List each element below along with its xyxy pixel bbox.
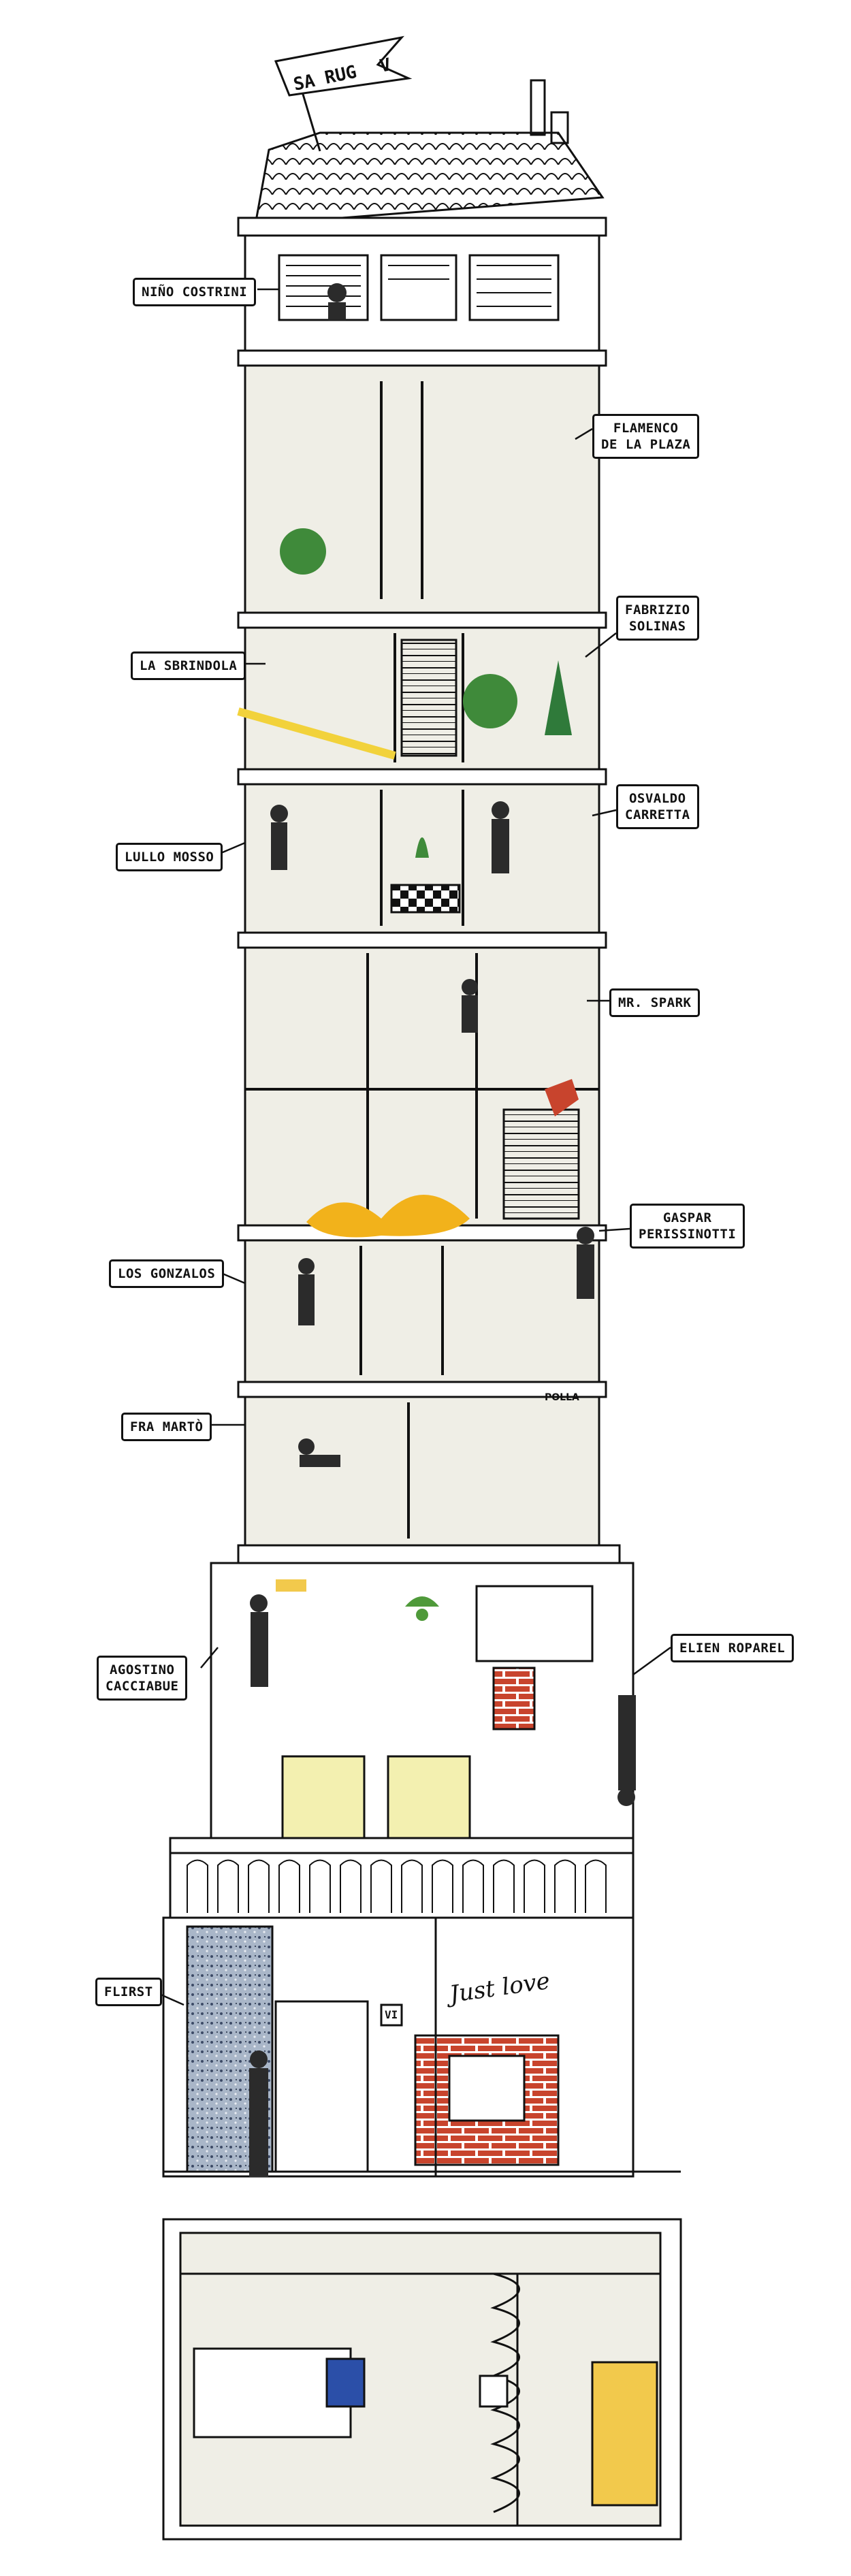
figure-flirst <box>250 2050 268 2068</box>
figure-agostino <box>250 1594 268 1612</box>
shelf-bricks <box>492 1667 536 1730</box>
label-nino-costrini: NIÑO COSTRINI <box>133 278 257 306</box>
window-yellow-2 <box>387 1755 471 1846</box>
attic-windows <box>278 254 560 321</box>
label-flirst: FLIRST <box>95 1978 162 2006</box>
lamp-yellow <box>276 1579 306 1592</box>
crime-tape <box>237 707 396 760</box>
checker-floor <box>390 884 461 914</box>
balcony-balusters <box>187 1859 607 1913</box>
spiral-stairs <box>490 2272 520 2513</box>
figure-gaspar <box>577 1227 594 1244</box>
door-sign <box>380 2003 403 2027</box>
window-yellow-1 <box>281 1755 366 1846</box>
door-sign-text: VI <box>385 2008 398 2021</box>
roof-eave <box>237 216 607 237</box>
green-lamp <box>405 1596 439 1607</box>
chimney <box>530 79 546 136</box>
plant-2 <box>463 674 517 728</box>
attic-ledge <box>237 349 607 367</box>
colored-accents <box>237 528 579 1621</box>
wall-text-poster: POLLA <box>545 1392 579 1403</box>
label-fabrizio-solinas: FABRIZIO SOLINAS <box>616 596 699 641</box>
balcony-rail-top <box>169 1837 635 1854</box>
door <box>274 2000 369 2173</box>
poster <box>325 2357 366 2408</box>
label-mr-spark: MR. SPARK <box>609 988 701 1017</box>
frame <box>479 2374 509 2408</box>
flag <box>274 35 413 97</box>
figure-fra-marto <box>298 1438 315 1455</box>
figure-gonzalo <box>298 1258 315 1274</box>
figures <box>249 283 636 2177</box>
brick-window <box>448 2055 526 2122</box>
plant-cactus <box>415 837 429 858</box>
building-outline <box>162 35 682 2541</box>
yellow-door <box>591 2361 658 2507</box>
label-gaspar-perissinotti: GASPAR PERISSINOTTI <box>630 1204 745 1249</box>
figure-mr-spark <box>462 979 478 995</box>
label-lullo-mosso: LULLO MOSSO <box>116 843 223 871</box>
roof <box>254 131 605 226</box>
figure-lullo <box>270 805 288 822</box>
label-agostino-cacciabue: AGOSTINO CACCIABUE <box>97 1656 188 1701</box>
fire <box>306 1195 470 1238</box>
figure-nino <box>327 283 347 302</box>
red-shape <box>545 1079 579 1116</box>
label-flamenco-de-la-plaza: FLAMENCO DE LA PLAZA <box>592 414 700 459</box>
label-la-sbrindola: LA SBRINDOLA <box>131 651 246 680</box>
figure-osvaldo <box>492 801 509 819</box>
stairs-1 <box>400 639 457 757</box>
label-elien-roparel: ELIEN ROPAREL <box>671 1634 794 1662</box>
shutter-window <box>475 1585 594 1662</box>
interior-walls <box>245 381 599 1539</box>
stairs-2 <box>502 1108 580 1220</box>
label-fra-marto: FRA MARTÒ <box>121 1413 212 1441</box>
plant-3 <box>545 660 572 735</box>
label-osvaldo-carretta: OSVALDO CARRETTA <box>616 784 699 829</box>
green-lamp-bulb <box>416 1609 428 1621</box>
plant-1 <box>280 528 326 575</box>
figure-elien <box>617 1788 635 1806</box>
label-los-gonzalos: LOS GONZALOS <box>109 1259 225 1288</box>
